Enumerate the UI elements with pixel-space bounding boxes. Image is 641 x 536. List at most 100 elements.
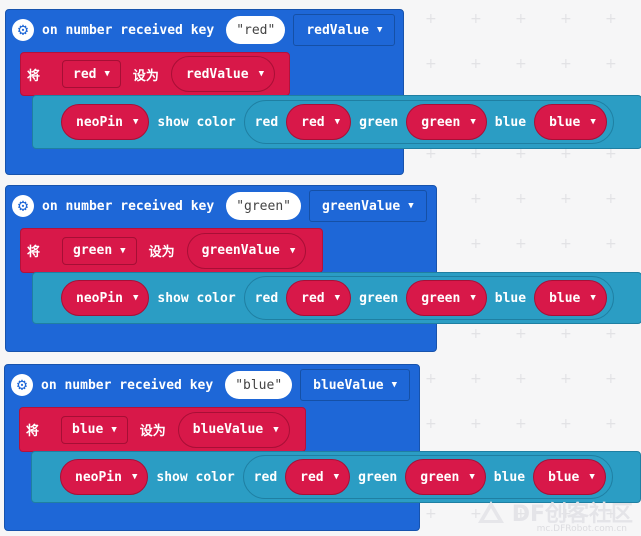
variable-dropdown[interactable]: blue ▼ — [61, 415, 128, 444]
blue-reporter[interactable]: blue ▼ — [534, 280, 607, 316]
gear-icon[interactable]: ⚙ — [11, 374, 33, 396]
set-keyword: 将 — [26, 424, 40, 439]
caret-down-icon: ▼ — [333, 472, 340, 482]
grid-plus: + — [470, 416, 482, 432]
red-value-label: red — [300, 469, 324, 485]
grid-plus: + — [515, 416, 527, 432]
grid-plus: + — [605, 236, 617, 252]
green-reporter[interactable]: green ▼ — [405, 459, 486, 495]
caret-down-icon: ▼ — [470, 293, 476, 303]
grid-plus: + — [605, 416, 617, 432]
show-color-block-2[interactable]: neoPin ▼ show color red red▼ green green… — [32, 272, 641, 324]
rgb-group[interactable]: red red▼ green green ▼ blue blue ▼ — [243, 276, 614, 320]
grid-plus: + — [515, 326, 527, 342]
grid-plus: + — [470, 506, 482, 522]
to-label: 设为 — [132, 68, 159, 84]
red-value-label: red — [301, 114, 325, 130]
caret-down-icon: ▼ — [104, 69, 110, 79]
grid-plus: + — [560, 191, 572, 207]
value-label: blueValue — [192, 422, 264, 437]
red-reporter[interactable]: red ▼ — [286, 104, 352, 140]
blue-value-label: blue — [549, 290, 581, 306]
to-label: 设为 — [139, 424, 166, 439]
value-var-dropdown[interactable]: blueValue ▼ — [300, 369, 411, 401]
grid-plus: + — [560, 56, 572, 72]
variable-label: green — [73, 243, 113, 258]
pin-label: neoPin — [76, 290, 123, 306]
green-value-label: green — [420, 469, 460, 485]
set-variable-block-1[interactable]: 将 red ▼ 设为 redValue ▼ — [20, 52, 290, 96]
event-label: on number received key — [42, 22, 215, 38]
caret-down-icon: ▼ — [470, 117, 476, 127]
pin-reporter[interactable]: neoPin ▼ — [60, 459, 149, 495]
grid-plus: + — [515, 506, 527, 522]
caret-down-icon: ▼ — [258, 69, 264, 79]
variable-label: blue — [72, 422, 104, 437]
event-label: on number received key — [42, 198, 215, 214]
grid-plus: + — [470, 191, 482, 207]
caret-down-icon: ▼ — [289, 245, 296, 256]
to-label: 设为 — [148, 245, 175, 260]
caret-down-icon: ▼ — [391, 380, 398, 390]
green-label: green — [359, 114, 399, 130]
blue-reporter[interactable]: blue▼ — [534, 104, 607, 140]
show-color-label: show color — [157, 114, 236, 130]
value-reporter[interactable]: greenValue ▼ — [186, 232, 307, 269]
caret-down-icon: ▼ — [469, 472, 475, 482]
grid-plus: + — [605, 506, 617, 522]
caret-down-icon: ▼ — [334, 117, 341, 127]
green-label: green — [358, 469, 398, 485]
value-reporter[interactable]: redValue ▼ — [170, 56, 275, 92]
watermark-text: DF创客社区 — [511, 502, 633, 527]
grid-plus: + — [425, 506, 437, 522]
caret-down-icon: ▼ — [273, 424, 279, 435]
caret-down-icon: ▼ — [131, 472, 138, 482]
blue-reporter[interactable]: blue▼ — [533, 459, 606, 495]
set-keyword: 将 — [27, 245, 41, 260]
variable-dropdown[interactable]: red ▼ — [62, 60, 121, 88]
grid-plus: + — [560, 416, 572, 432]
pin-label: neoPin — [76, 114, 123, 130]
caret-down-icon: ▼ — [590, 293, 596, 303]
green-reporter[interactable]: green ▼ — [406, 104, 487, 140]
green-label: green — [359, 290, 399, 306]
gear-icon[interactable]: ⚙ — [12, 19, 34, 41]
green-value-label: green — [421, 114, 461, 130]
grid-plus: + — [425, 146, 437, 162]
value-reporter[interactable]: blueValue ▼ — [177, 411, 290, 448]
grid-plus: + — [605, 326, 617, 342]
green-value-label: green — [421, 290, 461, 306]
red-reporter[interactable]: red ▼ — [285, 459, 351, 495]
key-string-input[interactable]: "blue" — [225, 371, 293, 399]
key-string-input[interactable]: "green" — [226, 192, 301, 220]
red-label: red — [254, 290, 279, 306]
caret-down-icon: ▼ — [132, 293, 139, 303]
set-variable-block-3[interactable]: 将 blue ▼ 设为 blueValue ▼ — [19, 407, 306, 452]
value-var-label: redValue — [306, 22, 369, 38]
pin-reporter[interactable]: neoPin ▼ — [61, 104, 150, 140]
key-string-input[interactable]: "red" — [226, 16, 286, 44]
grid-plus: + — [515, 11, 527, 27]
show-color-block-1[interactable]: neoPin ▼ show color red red ▼ green green… — [32, 95, 641, 149]
grid-plus: + — [560, 236, 572, 252]
show-color-block-3[interactable]: neoPin ▼ show color red red▼ green green… — [31, 451, 641, 503]
variable-label: red — [73, 66, 97, 82]
rgb-group[interactable]: red red▼ green green▼ blue blue▼ — [242, 455, 613, 499]
grid-plus: + — [605, 56, 617, 72]
pin-reporter[interactable]: neoPin ▼ — [61, 280, 150, 316]
value-var-dropdown[interactable]: redValue ▼ — [293, 14, 396, 46]
gear-icon[interactable]: ⚙ — [12, 195, 34, 217]
value-var-dropdown[interactable]: greenValue ▼ — [308, 190, 427, 222]
variable-dropdown[interactable]: green ▼ — [62, 236, 137, 265]
blue-label: blue — [494, 114, 527, 130]
green-reporter[interactable]: green ▼ — [406, 280, 487, 316]
red-reporter[interactable]: red▼ — [286, 280, 352, 316]
grid-plus: + — [470, 56, 482, 72]
red-label: red — [254, 114, 279, 130]
grid-plus: + — [425, 11, 437, 27]
rgb-group[interactable]: red red ▼ green green ▼ blue blue▼ — [243, 100, 614, 144]
watermark-icon — [477, 501, 504, 523]
grid-plus: + — [605, 371, 617, 387]
caret-down-icon: ▼ — [589, 472, 595, 482]
set-variable-block-2[interactable]: 将 green ▼ 设为 greenValue ▼ — [20, 228, 323, 273]
